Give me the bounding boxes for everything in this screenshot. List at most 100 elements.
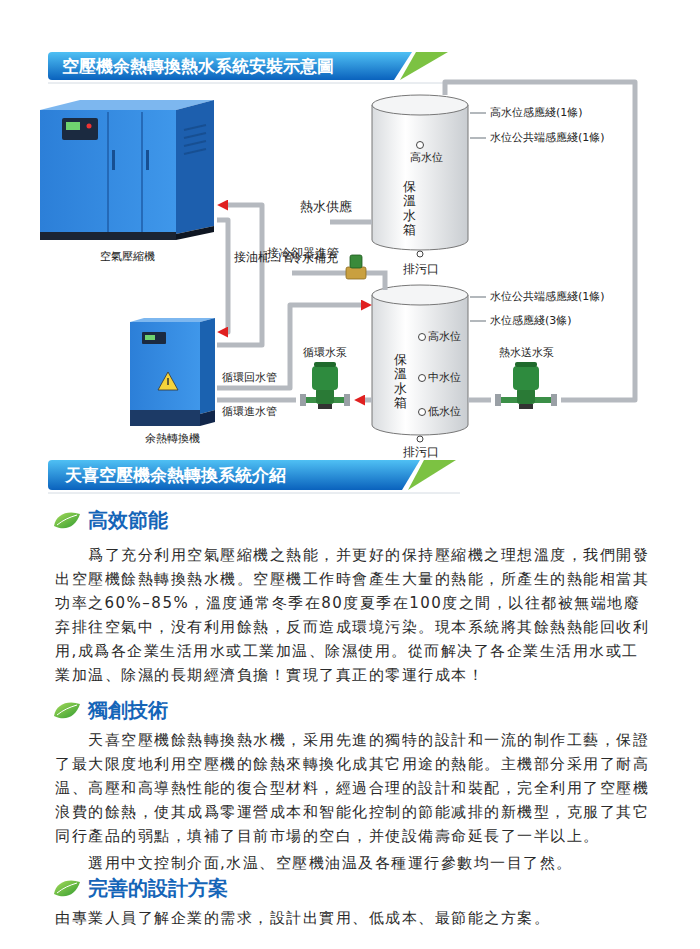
body-paragraph: 天喜空壓機餘熱轉換熱水機，采用先進的獨特的設計和一流的制作工藝，保證了最大限度地… bbox=[55, 728, 655, 848]
sensor-wire-label: 水位公共端感應綫(1條) bbox=[490, 131, 605, 144]
pump-illustration bbox=[513, 366, 539, 390]
title-banner bbox=[48, 52, 452, 83]
tank-illustration bbox=[372, 95, 468, 115]
leaf-icon bbox=[57, 515, 77, 525]
air-compressor-illustration bbox=[40, 110, 176, 234]
insulated-tank: 保溫水箱高水位中水位低水位排污口 bbox=[372, 285, 468, 463]
pipe-label: 冷水補充 bbox=[290, 251, 338, 265]
pipe-label: 熱水供應 bbox=[300, 199, 352, 215]
tank-illustration bbox=[419, 375, 426, 382]
circulation-pump: 循環水泵 bbox=[296, 346, 354, 410]
pump-illustration bbox=[344, 394, 350, 406]
air-compressor-illustration bbox=[66, 122, 80, 130]
heat-recovery-illustration bbox=[130, 318, 215, 426]
heat-recovery-illustration bbox=[130, 318, 215, 322]
heat-recovery-illustration bbox=[142, 332, 166, 344]
leaf-icon bbox=[54, 881, 80, 897]
leaf-icon bbox=[54, 703, 80, 719]
air-compressor-illustration bbox=[184, 125, 206, 130]
leaf-icon bbox=[54, 513, 80, 529]
pipe-label: 接冷卻器進管 bbox=[267, 246, 279, 260]
section-banner: 天喜空壓機余熱轉換系統介紹 bbox=[48, 460, 448, 490]
air-compressor-illustration bbox=[176, 100, 214, 234]
connector-group bbox=[217, 82, 635, 400]
title-banner bbox=[400, 52, 448, 80]
hot-water-pump: 熱水送水泵 bbox=[491, 346, 561, 410]
section-heading: 完善的設計方案 bbox=[88, 876, 228, 900]
pump-illustration bbox=[318, 404, 332, 409]
pipe-connector bbox=[364, 398, 372, 403]
pipe-connector bbox=[468, 398, 491, 403]
heat-recovery-illustration bbox=[130, 322, 200, 414]
insulated-tank: 保溫水箱 高水位排污口 bbox=[372, 95, 468, 278]
node-label: 低水位 bbox=[428, 405, 461, 418]
air-compressor-illustration bbox=[146, 150, 149, 170]
supply-pipe bbox=[292, 271, 346, 276]
sensor-wire bbox=[470, 112, 486, 114]
supply-pipe bbox=[330, 220, 372, 225]
sensor-wire-label: 高水位感應綫(1條) bbox=[490, 106, 583, 119]
pump-illustration bbox=[515, 362, 537, 367]
pipe-connector bbox=[445, 82, 635, 400]
air-compressor-illustration bbox=[184, 141, 206, 146]
node-label: 中水位 bbox=[428, 371, 461, 384]
air-compressor: 空氣壓縮機 bbox=[38, 100, 217, 270]
section-heading: 獨創技術 bbox=[88, 698, 168, 722]
solenoid-valve bbox=[346, 255, 366, 279]
tank-name: 保溫水箱 bbox=[394, 353, 407, 410]
node-label: 余熱轉換機 bbox=[128, 432, 217, 445]
pipe-connector bbox=[217, 398, 296, 403]
air-compressor-illustration bbox=[184, 149, 206, 154]
pipe-connector bbox=[217, 220, 228, 332]
tank-illustration bbox=[372, 95, 468, 257]
heat-recovery-unit: 余熱轉換機 bbox=[128, 318, 217, 452]
node-label: 熱水送水泵 bbox=[491, 346, 561, 359]
body-paragraph: 選用中文控制介面,水温、空壓機油温及各種運行參數均一目了然。 bbox=[55, 851, 655, 875]
node-label: 天喜空壓機余熱轉換系統介紹 bbox=[65, 465, 286, 485]
node-label: 排污口 bbox=[403, 445, 439, 459]
solenoid-valve bbox=[350, 255, 362, 268]
pump-illustration bbox=[314, 362, 336, 367]
air-compressor-illustration bbox=[176, 226, 214, 240]
air-compressor-illustration bbox=[184, 133, 206, 138]
node-label: 空氣壓縮機 bbox=[38, 250, 217, 263]
tank-illustration bbox=[417, 436, 423, 442]
diagram-title: 空壓機余熱轉換熱水系統安裝示意圖 bbox=[62, 55, 334, 77]
body-paragraph: 由專業人員了解企業的需求，設計出實用、低成本、最節能之方案。 bbox=[55, 906, 655, 930]
tank-name: 保溫水箱 bbox=[403, 180, 416, 237]
section-banner-shape bbox=[48, 460, 460, 493]
pump-illustration bbox=[519, 404, 533, 409]
pump-illustration bbox=[551, 394, 557, 406]
pump-illustration bbox=[300, 362, 350, 409]
solenoid-valve bbox=[346, 267, 366, 279]
section-banner-shape bbox=[48, 460, 420, 490]
tank-illustration bbox=[419, 334, 426, 341]
heat-recovery-illustration bbox=[200, 318, 215, 414]
sensor-wire-label: 水位感應綫(3條) bbox=[490, 314, 572, 327]
leaf-icon bbox=[54, 703, 80, 719]
pipe-label: 接油桶出管 bbox=[234, 250, 246, 264]
heat-recovery-illustration bbox=[130, 410, 200, 426]
node-label: 排污口 bbox=[403, 262, 439, 276]
heat-recovery-illustration bbox=[158, 372, 178, 390]
tank-illustration bbox=[419, 409, 426, 416]
air-compressor-illustration bbox=[107, 112, 109, 232]
section-heading: 高效節能 bbox=[88, 508, 168, 532]
tank-illustration bbox=[372, 295, 468, 435]
node-label: 循環水泵 bbox=[296, 346, 354, 359]
pipe-connector bbox=[217, 305, 362, 388]
supply-pipe bbox=[366, 273, 385, 290]
leaf-icon bbox=[54, 513, 80, 529]
title-banner bbox=[48, 52, 412, 80]
leaf-icon bbox=[54, 881, 80, 897]
heat-recovery-illustration bbox=[167, 378, 169, 385]
air-compressor-illustration bbox=[87, 124, 92, 129]
pipe-label: 循環進水管 bbox=[222, 405, 277, 418]
node-label: 高水位 bbox=[410, 151, 443, 164]
pump-illustration bbox=[495, 362, 557, 409]
tank-illustration bbox=[417, 251, 423, 257]
pipe-label: 循環回水管 bbox=[222, 371, 277, 384]
tank-illustration bbox=[372, 285, 468, 442]
pump-illustration bbox=[517, 388, 535, 404]
